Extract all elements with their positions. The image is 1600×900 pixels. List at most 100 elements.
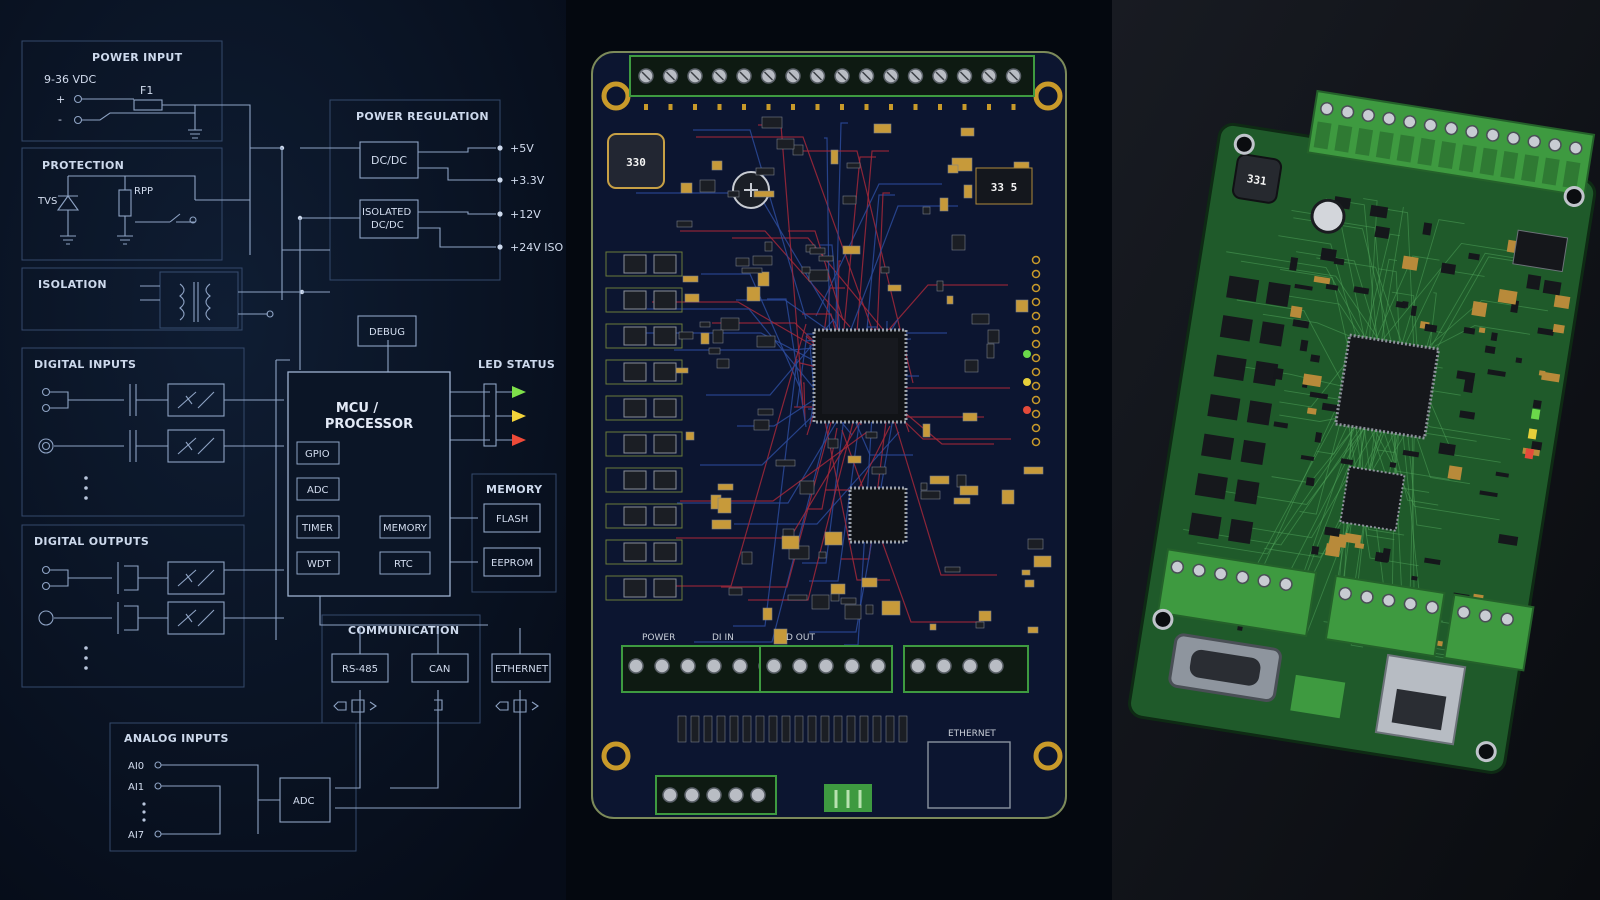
photo-terminal-screw-icon — [1320, 101, 1334, 116]
pcb-smd-part — [944, 566, 961, 573]
pcb-smd-part — [735, 257, 750, 267]
pcb-header-pin — [1031, 269, 1041, 279]
isolated-label: ISOLATED — [362, 207, 411, 218]
photo-smd-part — [1438, 442, 1456, 456]
pcb-terminal-screw-icon — [792, 658, 808, 674]
pcb-smd-part — [1023, 466, 1044, 475]
pcb-ic-package — [623, 326, 647, 346]
pcb-smd-part — [964, 359, 979, 373]
pcb-smd-part — [830, 593, 840, 602]
photo-smd-part — [1333, 257, 1345, 266]
pcb-trace — [890, 400, 994, 445]
pcb-terminal-slot — [641, 71, 651, 81]
pcb-smd-part — [881, 600, 901, 616]
mcu-wdt-label: WDT — [307, 559, 332, 570]
rail-node-24v — [497, 244, 503, 250]
pcb-smd-part — [1015, 299, 1029, 313]
pcb-terminal-slot — [788, 71, 798, 81]
photo-ic-package — [1246, 400, 1272, 426]
protection-title: PROTECTION — [42, 159, 124, 172]
memory-title: MEMORY — [486, 483, 543, 496]
pcb-ic-package — [653, 434, 677, 454]
pcb-terminal-screw-icon — [662, 787, 678, 803]
pcb-smd-part — [753, 190, 775, 198]
pcb-smd-part — [986, 343, 995, 359]
status-led-green-icon — [512, 386, 526, 398]
pcb-smd-part — [781, 535, 800, 550]
photo-mount-hole-icon — [1233, 133, 1255, 155]
pcb-footprint — [605, 287, 683, 313]
pcb-trace — [701, 273, 801, 389]
photo-smd-part — [1538, 370, 1546, 377]
pcb-smd-part — [680, 182, 693, 194]
pcb-smd-part — [827, 438, 839, 449]
photo-smd-part — [1440, 262, 1456, 275]
pcb-smd-part — [1021, 569, 1031, 576]
pcb-terminal-slot — [935, 71, 945, 81]
photo-terminal-screw-icon — [1444, 121, 1459, 136]
photo-smd-part — [1411, 575, 1418, 581]
flash-block — [483, 503, 541, 533]
photo-terminal-screw-icon — [1360, 590, 1374, 604]
pcb-resistor — [898, 715, 908, 743]
fuse-label: F1 — [140, 84, 153, 97]
pcb-trace — [815, 183, 942, 317]
pcb-smd-part — [920, 490, 941, 500]
pcb-smd-part — [684, 293, 700, 303]
ai0-label: AI0 — [128, 761, 144, 772]
pcb-smd-part — [963, 184, 973, 199]
pcb-smd-part — [708, 347, 721, 355]
pcb-pad — [742, 104, 746, 110]
pcb-resistor — [690, 715, 700, 743]
pcb-pad — [1011, 104, 1016, 110]
protection-switch-icon — [125, 175, 196, 223]
photo-smd-part — [1389, 462, 1397, 468]
photo-terminal-screw-icon — [1235, 570, 1250, 585]
pcb-resistor — [859, 715, 869, 743]
pcb-trace — [737, 400, 813, 427]
pcb-pad — [717, 104, 722, 110]
pcb-header-pin — [1031, 283, 1041, 293]
photo-terminal-slot — [1438, 141, 1457, 170]
photo-terminal-slot — [1479, 147, 1498, 176]
pcb-terminal-screw-icon — [706, 787, 722, 803]
pcb-terminal-screw-icon — [654, 658, 670, 674]
pcb-smd-part — [975, 621, 985, 629]
pcb-trace — [824, 137, 831, 376]
pcb-terminal-screw-icon — [680, 658, 696, 674]
pcb-resistor — [820, 715, 830, 743]
pcb-ic-package — [623, 542, 647, 562]
photo-ic-package — [1188, 512, 1222, 540]
photo-terminal-screw-icon — [1192, 563, 1206, 578]
pcb-smd-part — [711, 160, 723, 171]
pcb-resistor — [729, 715, 739, 743]
pcb-header-pin — [1031, 367, 1041, 377]
photo-led-yellow-icon — [1527, 428, 1538, 440]
photo-bottom-terminal-strip — [1156, 548, 1535, 672]
photo-terminal-slot — [1396, 134, 1415, 163]
pcb-smd-part — [741, 267, 763, 274]
pcb-terminal-screw-icon — [936, 658, 952, 674]
pcb-terminal-slot — [812, 71, 823, 81]
pcb-led-green-icon — [1023, 350, 1031, 358]
pcb-resistor — [742, 715, 752, 743]
fuse-symbol-icon — [133, 99, 163, 111]
photo-inductor-icon — [1232, 153, 1283, 204]
pcb-smd-part — [792, 144, 804, 156]
pcb-smd-part — [762, 607, 773, 621]
pcb-bottom-terminal-strip — [621, 645, 1029, 815]
plus-terminal-icon — [73, 94, 83, 104]
pcb-smd-part — [1024, 579, 1035, 588]
photo-trace — [1236, 299, 1358, 411]
pcb-footprint — [605, 395, 683, 421]
pcb-smd-part — [953, 497, 971, 505]
dcdc-label: DC/DC — [371, 154, 407, 167]
pcb-trace — [836, 260, 841, 345]
eeprom-block — [483, 547, 541, 577]
digital-output-driver-1-icon — [167, 561, 225, 595]
pcb-smd-part — [1001, 489, 1015, 505]
photo-smd-part — [1300, 455, 1315, 461]
pcb-ic-package — [653, 470, 677, 490]
photo-electrolytic-capacitor-icon — [1310, 198, 1346, 234]
rail-label-12v: +12V — [510, 208, 541, 221]
